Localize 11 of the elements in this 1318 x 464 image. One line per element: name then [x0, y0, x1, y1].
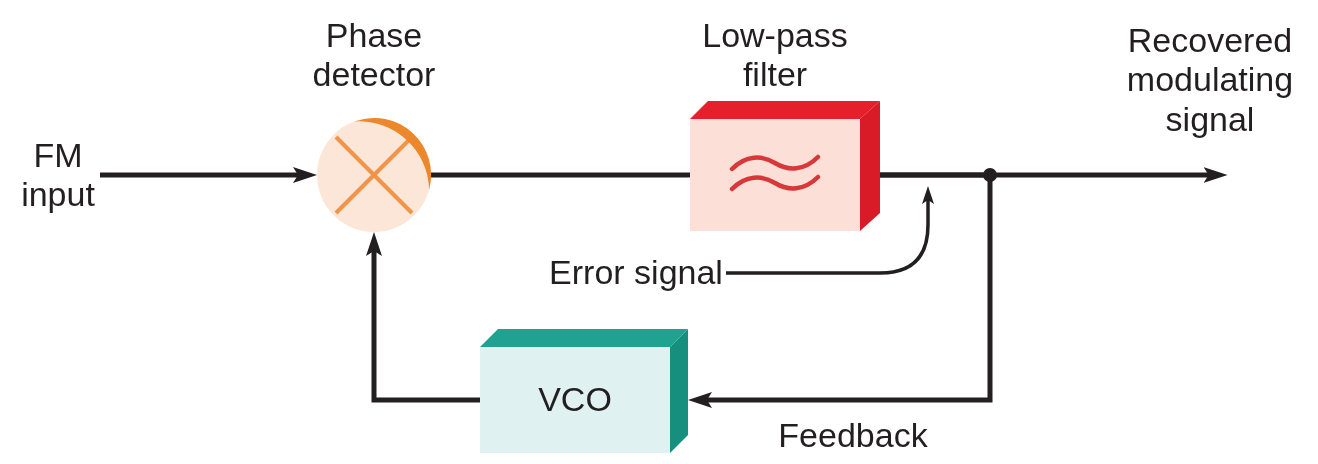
signal-label: FM input — [20, 135, 96, 215]
signal-label: Error signal — [549, 253, 723, 293]
block-title: Phase detector — [311, 16, 437, 95]
block-title: Low-pass filter — [701, 16, 849, 95]
arrow — [100, 167, 317, 183]
arrow — [688, 172, 993, 408]
arrow — [366, 232, 480, 403]
signal-label: Recovered modulating signal — [1125, 21, 1295, 139]
block-label: VCO — [538, 380, 612, 420]
leader-arrow — [726, 186, 934, 275]
signal-line — [431, 172, 690, 178]
